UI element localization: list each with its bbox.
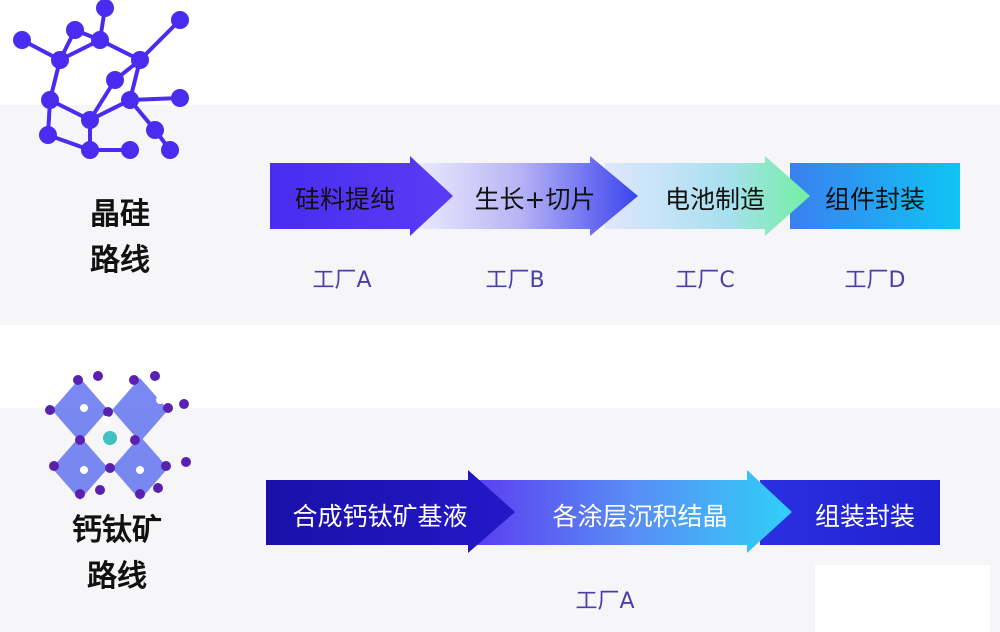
arrow-segment-4 <box>790 163 960 229</box>
silicon-factory-4: 工厂D <box>844 268 906 293</box>
silicon-step-2: 生长+切片 <box>474 185 596 214</box>
perovskite-step-1: 合成钙钛矿基液 <box>292 502 468 531</box>
route-label-line: 路线 <box>87 559 147 594</box>
silicon-factory-3: 工厂C <box>675 268 735 293</box>
perovskite-structure-icon <box>45 371 191 500</box>
route-label-line: 钙钛矿 <box>72 513 162 548</box>
route-label-line: 路线 <box>90 243 150 278</box>
perovskite-step-2: 各涂层沉积结晶 <box>552 502 728 531</box>
perovskite-route-label: 钙钛矿 路线 <box>62 508 172 600</box>
arrow-segment-1 <box>270 156 453 236</box>
silicon-factory-1: 工厂A <box>312 268 372 293</box>
blank-patch <box>815 565 990 632</box>
silicon-step-4: 组件封装 <box>824 185 925 214</box>
perovskite-step-3: 组装封装 <box>814 502 915 531</box>
route-label-line: 晶硅 <box>90 197 150 232</box>
arrow-segment-p2 <box>470 470 792 553</box>
arrow-segment-p3 <box>760 480 940 545</box>
arrow-segment-3 <box>605 156 810 236</box>
perovskite-factory-1: 工厂A <box>575 589 635 614</box>
arrow-segment-p1 <box>266 470 515 553</box>
silicon-step-1: 硅料提纯 <box>294 185 395 214</box>
silicon-step-3: 电池制造 <box>664 185 765 214</box>
silicon-route-label: 晶硅 路线 <box>75 192 165 284</box>
silicon-factory-2: 工厂B <box>485 268 545 293</box>
silicon-crystal-icon <box>13 0 189 159</box>
arrow-segment-2 <box>400 156 638 236</box>
